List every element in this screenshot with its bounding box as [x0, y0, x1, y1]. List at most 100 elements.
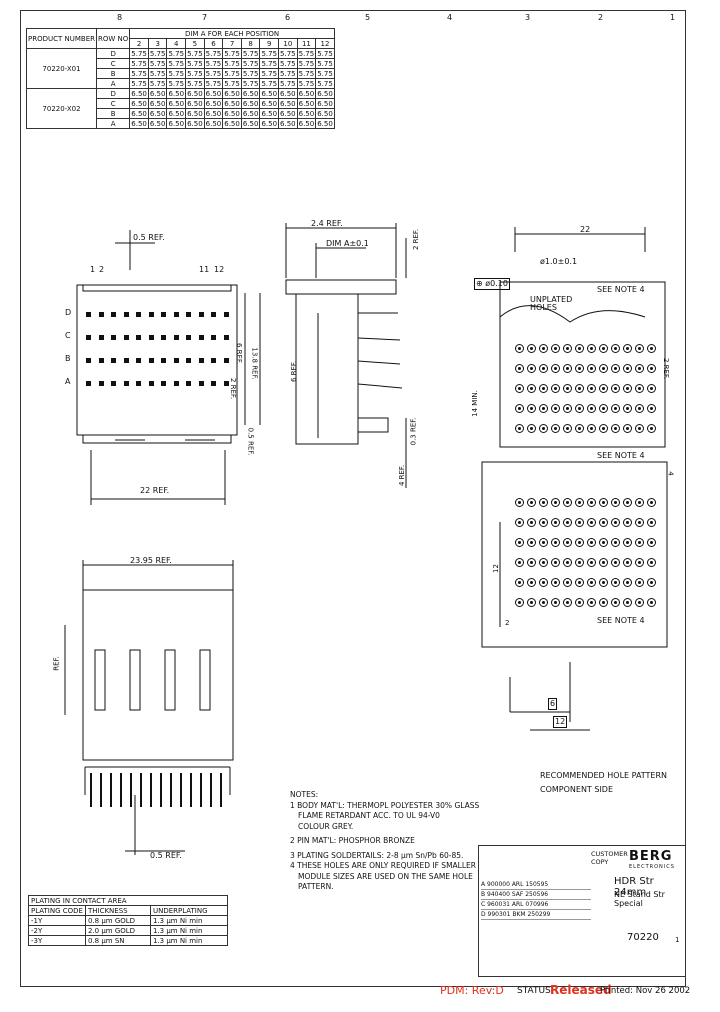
pcb-hole [575, 598, 584, 607]
pcb-hole [563, 498, 572, 507]
dim-table-value: 5.75 [222, 58, 242, 69]
contact-pin [173, 335, 179, 340]
sheet-number: 1 [675, 936, 680, 944]
pcb-hole [527, 344, 536, 353]
pcb-hole [515, 344, 524, 353]
pcb-hole [623, 424, 632, 433]
pcb-hole [611, 364, 620, 373]
dim-table-value: 6.50 [185, 88, 205, 99]
front-row-d: D [65, 308, 72, 317]
side-dim-a: DIM A±0.1 [326, 239, 369, 248]
dim-table-value: 5.75 [203, 58, 224, 69]
contact-pin [161, 312, 166, 317]
zone-1: 1 [670, 13, 676, 22]
plating-header: UNDERPLATING [149, 905, 228, 916]
pcb-hole [551, 424, 560, 433]
pcb-hole [623, 344, 632, 353]
front-view-drawing [76, 230, 261, 505]
pcb-hole [563, 344, 572, 353]
dim-table-value: 6.50 [129, 88, 149, 99]
contact-pin [123, 358, 129, 363]
pcb-hole [611, 558, 620, 567]
brand-logo: BERG [629, 849, 673, 864]
contact-pin [186, 381, 191, 386]
pcb-hole [515, 518, 524, 527]
dim-table-value: 6.50 [315, 118, 335, 129]
plating-cell: 0.8 μm GOLD [84, 915, 151, 926]
notes-block: NOTES: 1 BODY MAT'L: THERMOPL POLYESTER … [290, 790, 490, 893]
plating-cell: -1Y [28, 915, 86, 926]
contact-pin [98, 358, 104, 363]
pcb-hole [539, 424, 548, 433]
side-dim-2ref: 2 REF. [412, 228, 421, 251]
pcb-hole [635, 578, 644, 587]
contact-pin [123, 381, 129, 386]
contact-pin [86, 335, 91, 340]
contact-pin [136, 381, 141, 386]
front-pos-2: 2 [99, 265, 105, 274]
revision-row: B 940400 SAF 250596 [481, 890, 591, 900]
pcb-hole [635, 538, 644, 547]
pcb-hole [527, 518, 536, 527]
dim-table-value: 5.75 [166, 78, 187, 89]
pcb-hole [647, 404, 656, 413]
hole-dim-right1: 2 REF. [662, 357, 671, 380]
plating-cell: -2Y [28, 925, 86, 936]
dim-table-row-label: A [95, 118, 131, 129]
dim-table-value: 5.75 [129, 78, 149, 89]
pcb-hole [587, 578, 596, 587]
pcb-hole [623, 364, 632, 373]
dim-table-header-row: ROW NO [95, 28, 131, 49]
dim-table-value: 5.75 [147, 48, 168, 59]
dim-table-value: 5.75 [147, 68, 168, 79]
pcb-hole [527, 364, 536, 373]
note-line: 4 THESE HOLES ARE ONLY REQUIRED IF SMALL… [290, 861, 476, 870]
contact-pin [148, 381, 154, 386]
pcb-hole [587, 558, 596, 567]
pcb-hole [635, 518, 644, 527]
pcb-hole [551, 518, 560, 527]
dim-table-value: 5.75 [185, 68, 205, 79]
contact-pin [98, 335, 104, 340]
dim-table-value: 6.50 [129, 118, 149, 129]
note-line: COLOUR GREY. [298, 821, 354, 831]
hole-dim-hole: ø1.0±0.1 [540, 257, 578, 266]
front-dim-22ref: 22 REF. [140, 486, 170, 495]
pcb-hole [575, 344, 584, 353]
contact-pin [111, 312, 116, 317]
pcb-hole [575, 538, 584, 547]
status-value: Released [550, 983, 612, 997]
pcb-hole [527, 578, 536, 587]
dim-table-header-dim: DIM A FOR EACH POSITION [129, 28, 335, 39]
pcb-hole [611, 598, 620, 607]
pcb-hole [551, 384, 560, 393]
note-line: 1 BODY MAT'L: THERMOPL POLYESTER 30% GLA… [290, 800, 480, 810]
zone-8: 8 [117, 13, 123, 22]
dim-table-value: 6.50 [259, 98, 280, 109]
pcb-hole [527, 404, 536, 413]
dim-table-value: 6.50 [240, 88, 261, 99]
pcb-hole [647, 598, 656, 607]
pcb-hole [611, 424, 620, 433]
pcb-hole [599, 364, 608, 373]
pcb-hole [563, 518, 572, 527]
hole-dim-22: 22 [580, 225, 591, 234]
dim-table-value: 6.50 [222, 118, 242, 129]
zone-3: 3 [525, 13, 531, 22]
pcb-hole [551, 498, 560, 507]
front-dim-2ref: 2 REF. [229, 377, 238, 400]
pcb-hole [539, 364, 548, 373]
dim-table-value: 6.50 [166, 88, 187, 99]
pcb-hole [527, 424, 536, 433]
dim-table-row-label: A [95, 78, 131, 89]
hole-see-note-2: SEE NOTE 4 [597, 451, 645, 460]
dim-table-value: 6.50 [315, 98, 335, 109]
contact-pin [198, 381, 204, 386]
dim-table-value: 6.50 [147, 88, 168, 99]
pcb-hole [647, 344, 656, 353]
plating-header: PLATING CODE [28, 905, 86, 916]
pcb-hole [587, 518, 596, 527]
pcb-hole [575, 558, 584, 567]
pcb-hole [599, 598, 608, 607]
pcb-hole [647, 558, 656, 567]
